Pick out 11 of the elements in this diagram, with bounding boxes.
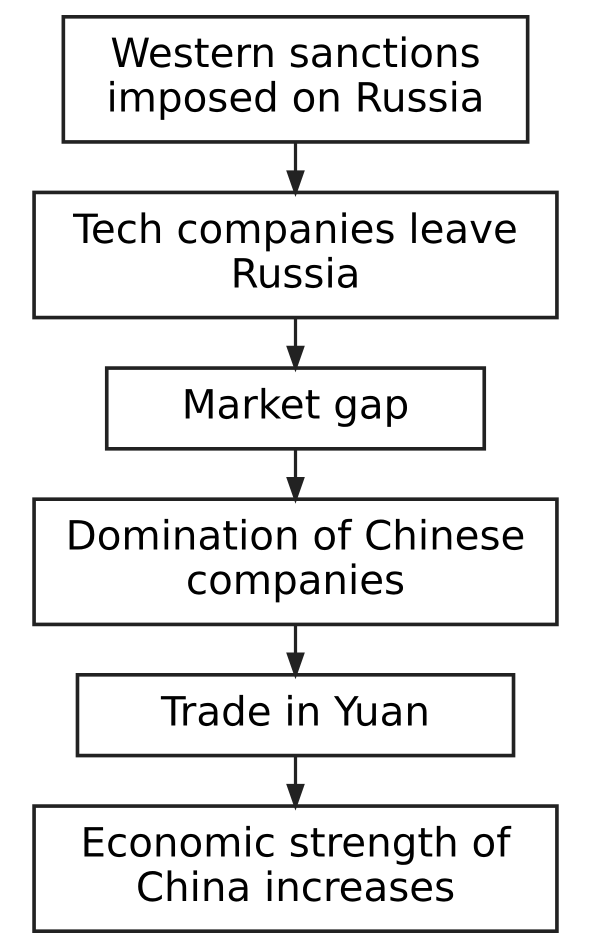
node-box: Western sanctions imposed on Russia xyxy=(61,14,529,144)
arrow xyxy=(286,318,304,372)
arrow xyxy=(286,448,304,504)
node-box: Economic strength of China increases xyxy=(32,804,558,934)
arrow xyxy=(286,756,304,811)
node-box: Domination of Chinese companies xyxy=(32,497,558,626)
node-box: Tech companies leave Russia xyxy=(32,190,558,320)
node-box: Market gap xyxy=(104,366,486,451)
arrow xyxy=(286,142,304,198)
node-box: Trade in Yuan xyxy=(75,673,515,758)
arrow xyxy=(286,624,304,680)
